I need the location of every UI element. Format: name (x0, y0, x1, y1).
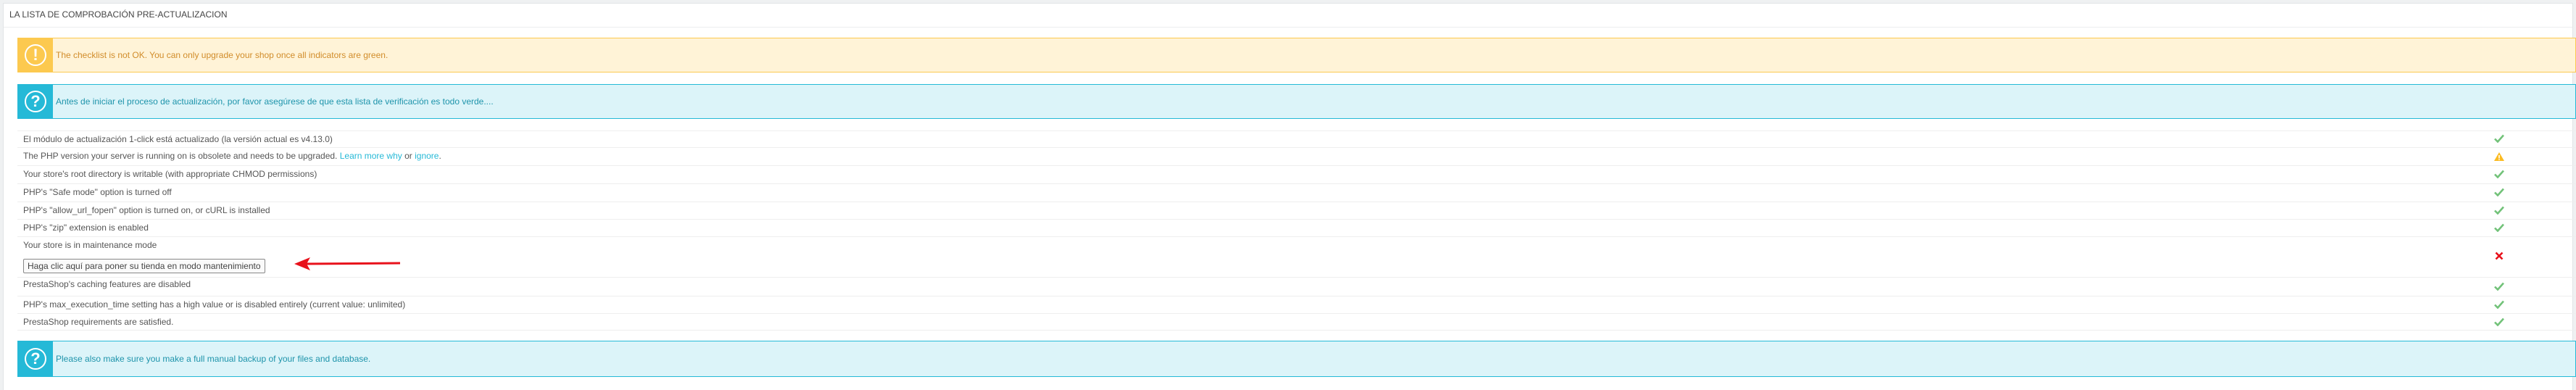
checklist-row: PHP's "Safe mode" option is turned off (17, 183, 2576, 202)
checklist-item-label: PrestaShop requirements are satisfied. (23, 317, 174, 327)
checklist-item-label: or (402, 151, 415, 161)
checklist-row: Your store is in maintenance mode Haga c… (17, 236, 2576, 277)
backup-message: Please also make sure you make a full ma… (56, 354, 371, 364)
red-arrow-annotation (294, 257, 401, 270)
check-icon (2490, 318, 2508, 326)
checklist-row: PHP's "zip" extension is enabled (17, 219, 2576, 236)
checklist-item-label: El módulo de actualización 1-click está … (23, 134, 333, 144)
checklist-row: The PHP version your server is running o… (17, 147, 2576, 165)
checklist-item-label: Your store is in maintenance mode (23, 240, 157, 250)
check-icon (2490, 282, 2508, 291)
divider (4, 27, 2572, 28)
checklist-item-label: . (439, 151, 441, 161)
error-x-icon (2490, 252, 2508, 260)
check-icon (2490, 170, 2508, 178)
checklist-item-label: PHP's "Safe mode" option is turned off (23, 187, 172, 197)
backup-info-alert: ? Please also make sure you make a full … (17, 341, 2576, 377)
checklist-warning-alert: ! The checklist is not OK. You can only … (17, 38, 2576, 72)
check-icon (2490, 188, 2508, 196)
check-icon (2490, 223, 2508, 232)
checklist-item-label: Your store's root directory is writable … (23, 169, 317, 179)
checklist-item-label: PrestaShop's caching features are disabl… (23, 279, 191, 289)
checklist-table: El módulo de actualización 1-click está … (17, 130, 2576, 331)
question-icon: ? (25, 91, 46, 112)
check-icon (2490, 134, 2508, 143)
checklist-row: El módulo de actualización 1-click está … (17, 130, 2576, 147)
info-message: Antes de iniciar el proceso de actualiza… (56, 96, 494, 107)
enable-maintenance-button[interactable]: Haga clic aquí para poner su tienda en m… (23, 259, 265, 273)
checklist-row: PrestaShop's caching features are disabl… (17, 277, 2576, 296)
exclamation-icon: ! (25, 44, 46, 66)
check-icon (2490, 206, 2508, 215)
ignore-link[interactable]: ignore (415, 151, 439, 161)
checklist-item-label: PHP's "allow_url_fopen" option is turned… (23, 205, 270, 215)
panel-title: LA LISTA DE COMPROBACIÓN PRE-ACTUALIZACI… (9, 9, 228, 20)
checklist-row: PHP's "allow_url_fopen" option is turned… (17, 202, 2576, 219)
checklist-row: PHP's max_execution_time setting has a h… (17, 296, 2576, 313)
checklist-row: Your store's root directory is writable … (17, 165, 2576, 183)
checklist-item-label: The PHP version your server is running o… (23, 151, 340, 161)
checklist-info-alert: ? Antes de iniciar el proceso de actuali… (17, 84, 2576, 119)
checklist-item-label: PHP's "zip" extension is enabled (23, 223, 149, 233)
learn-more-link[interactable]: Learn more why (339, 151, 402, 161)
warning-message: The checklist is not OK. You can only up… (56, 50, 389, 60)
checklist-item-label: PHP's max_execution_time setting has a h… (23, 299, 406, 310)
question-icon: ? (25, 348, 46, 370)
warning-icon (2490, 152, 2508, 162)
checklist-row: PrestaShop requirements are satisfied. (17, 313, 2576, 331)
check-icon (2490, 300, 2508, 309)
